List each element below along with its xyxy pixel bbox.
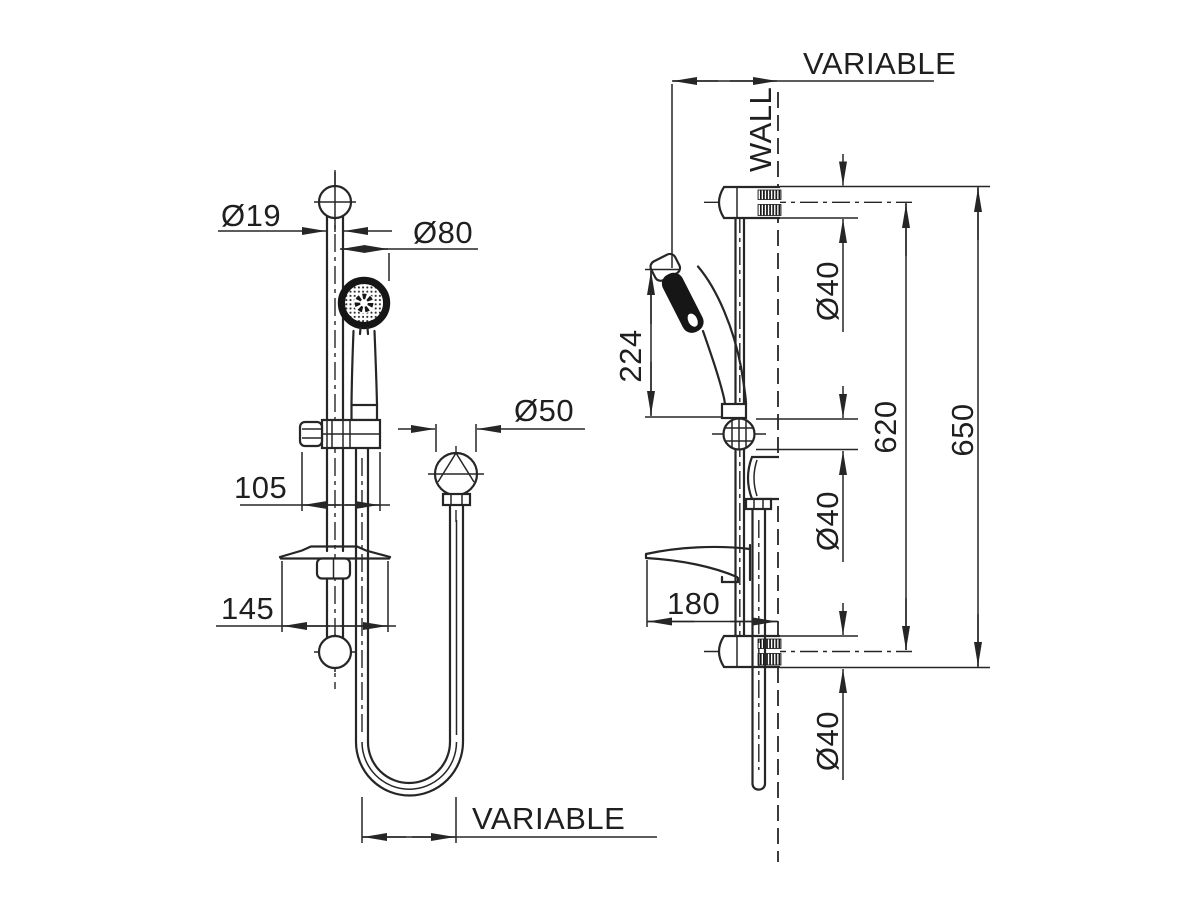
dim-mount-top-diameter-label: Ø40 — [810, 261, 845, 321]
dim-handset-length-label: 224 — [613, 329, 648, 382]
dim-rail-diameter-label: Ø19 — [221, 198, 281, 233]
head-spray-core — [354, 293, 374, 313]
wall-label: WALL — [743, 87, 778, 172]
handset-face-highlight — [687, 313, 698, 327]
handset-face-side — [661, 272, 704, 333]
dim-mount-bottom-diameter-label: Ø40 — [810, 711, 845, 771]
dim-wall-offset-label: VARIABLE — [803, 46, 956, 81]
dim-slider-width-label: 105 — [234, 470, 287, 505]
dim-outlet-diameter-label: Ø50 — [514, 393, 574, 428]
slider-bracket-front — [298, 418, 382, 450]
dim-dish-depth-label: 180 — [667, 586, 720, 621]
mount-screw-hatch-top — [757, 189, 782, 200]
wall-outlet-side — [744, 455, 779, 791]
dim-hose-span: VARIABLE — [361, 797, 657, 843]
dim-head-diameter-label: Ø80 — [413, 215, 473, 250]
dim-overall-height-label: 650 — [945, 403, 980, 456]
dim-mount-top-diameter: Ø40 — [780, 154, 990, 332]
soap-dish-side — [644, 543, 752, 584]
dim-outlet-diameter: Ø50 — [398, 393, 585, 452]
dim-mount-bottom-diameter: Ø40 — [780, 603, 990, 780]
mount-screw-hatch-bottom — [757, 638, 782, 649]
dim-hose-span-label: VARIABLE — [472, 801, 625, 836]
handset-grip-front — [350, 329, 379, 422]
head-outer-ring — [337, 276, 391, 330]
shower-head-front — [337, 276, 391, 336]
dim-rail-centres: 620 — [868, 203, 910, 650]
slider-knob-side — [712, 417, 766, 451]
dim-head-diameter: Ø80 — [340, 215, 478, 281]
soap-dish-front — [278, 545, 392, 580]
dim-handset-length: 224 — [613, 268, 722, 418]
dim-slider-diameter-label: Ø40 — [810, 491, 845, 551]
dim-slider-width: 105 — [234, 452, 390, 511]
dim-dish-width-label: 145 — [221, 591, 274, 626]
rail-bottom-cap-front — [314, 634, 356, 672]
dim-dish-width: 145 — [216, 561, 396, 632]
mount-screw-hatch-top2 — [757, 204, 782, 216]
dim-slider-diameter: Ø40 — [756, 386, 858, 562]
mount-screw-hatch-bottom2 — [757, 653, 782, 666]
dim-overall-height: 650 — [945, 187, 982, 667]
hand-shower-side — [649, 252, 748, 420]
dim-wall-offset: VARIABLE WALL — [671, 46, 956, 268]
wall-mount-top — [704, 185, 912, 220]
front-view: Ø19 Ø80 Ø50 105 — [216, 170, 657, 843]
shower-hose-front — [354, 446, 465, 797]
dim-rail-centres-label: 620 — [868, 400, 903, 453]
rail-top-cap-front — [314, 172, 356, 232]
side-view: VARIABLE WALL 224 Ø40 Ø40 — [613, 46, 990, 862]
dim-dish-depth: 180 — [646, 560, 778, 627]
wall-mount-bottom — [704, 634, 912, 669]
dim-rail-diameter: Ø19 — [218, 198, 392, 235]
wall-outlet-front — [428, 446, 484, 522]
